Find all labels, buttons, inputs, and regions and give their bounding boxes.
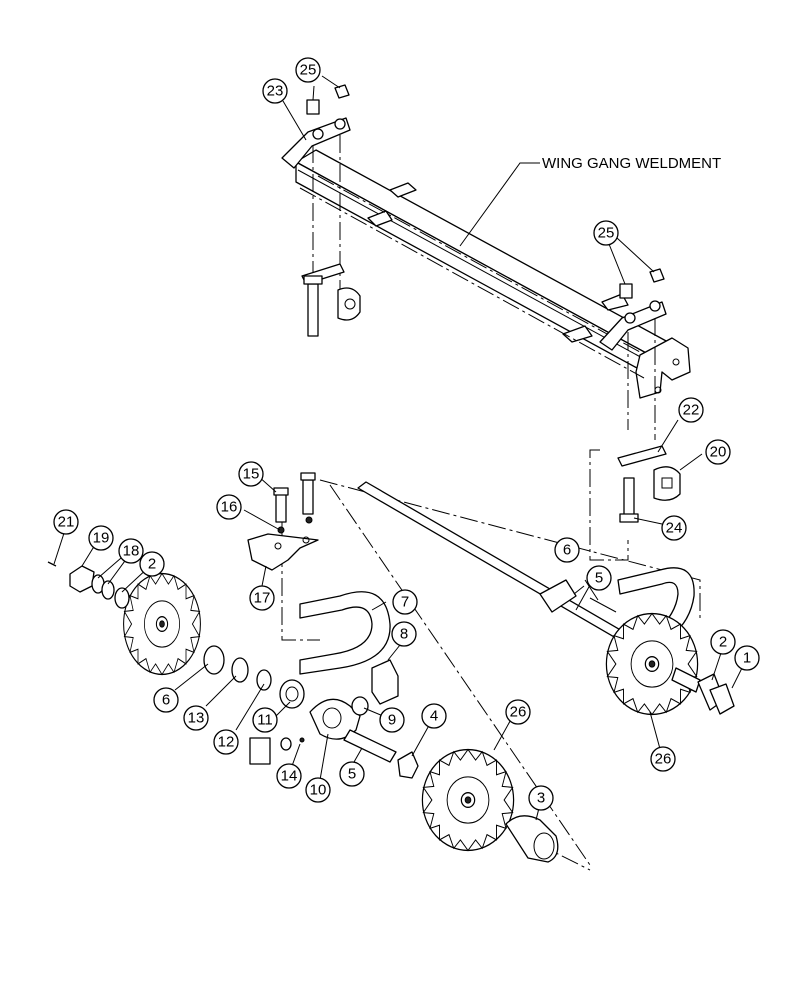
callout-2-left: 2 bbox=[139, 551, 165, 577]
svg-text:22: 22 bbox=[683, 402, 700, 419]
callout-8: 8 bbox=[391, 621, 417, 647]
callout-2-right: 2 bbox=[710, 629, 736, 655]
shank-7 bbox=[299, 591, 391, 675]
callout-12: 12 bbox=[213, 729, 239, 755]
callout-26-front: 26 bbox=[505, 699, 531, 725]
blade-right bbox=[605, 612, 735, 716]
callout-25-right: 25 bbox=[593, 220, 619, 246]
svg-text:21: 21 bbox=[58, 514, 75, 531]
callout-19: 19 bbox=[88, 525, 114, 551]
callout-24: 24 bbox=[661, 515, 687, 541]
svg-text:6: 6 bbox=[563, 542, 571, 559]
callout-15: 15 bbox=[238, 461, 264, 487]
callout-17: 17 bbox=[249, 585, 275, 611]
callout-26-right: 26 bbox=[650, 746, 676, 772]
svg-text:26: 26 bbox=[510, 704, 527, 721]
callout-25-top: 25 bbox=[295, 57, 321, 83]
blade-front bbox=[421, 748, 559, 863]
svg-text:17: 17 bbox=[254, 590, 271, 607]
bolts-15 bbox=[273, 472, 316, 534]
weldment-label-text: WING GANG WELDMENT bbox=[542, 155, 721, 172]
svg-text:26: 26 bbox=[655, 751, 672, 768]
svg-text:18: 18 bbox=[123, 543, 140, 560]
bearing-housing bbox=[249, 659, 399, 765]
svg-text:19: 19 bbox=[93, 530, 110, 547]
svg-text:5: 5 bbox=[348, 766, 356, 783]
svg-text:6: 6 bbox=[162, 692, 170, 709]
callout-7: 7 bbox=[392, 589, 418, 615]
callout-13: 13 bbox=[183, 705, 209, 731]
svg-text:10: 10 bbox=[310, 782, 327, 799]
bracket-17 bbox=[247, 533, 319, 571]
callout-22: 22 bbox=[678, 397, 704, 423]
svg-text:15: 15 bbox=[243, 466, 260, 483]
callout-11: 11 bbox=[252, 707, 278, 733]
callout-5-right: 5 bbox=[586, 565, 612, 591]
callouts: 23 25 25 22 20 24 15 16 17 6 5 7 8 21 19… bbox=[53, 57, 760, 811]
svg-text:8: 8 bbox=[400, 626, 408, 643]
callout-6-left: 6 bbox=[153, 687, 179, 713]
svg-text:20: 20 bbox=[710, 444, 727, 461]
svg-text:5: 5 bbox=[595, 570, 603, 587]
svg-text:12: 12 bbox=[218, 734, 235, 751]
svg-text:9: 9 bbox=[388, 712, 396, 729]
svg-text:2: 2 bbox=[148, 556, 156, 573]
svg-text:7: 7 bbox=[401, 594, 409, 611]
hanger-left bbox=[301, 263, 361, 337]
svg-text:11: 11 bbox=[257, 712, 273, 729]
callout-10: 10 bbox=[305, 777, 331, 803]
callout-18: 18 bbox=[118, 538, 144, 564]
callout-21: 21 bbox=[53, 509, 79, 535]
weldment-label: WING GANG WELDMENT bbox=[459, 155, 721, 247]
callout-4: 4 bbox=[421, 703, 447, 729]
callout-9: 9 bbox=[379, 707, 405, 733]
callout-16: 16 bbox=[216, 494, 242, 520]
svg-text:16: 16 bbox=[221, 499, 238, 516]
blade-left bbox=[122, 572, 305, 709]
strap-left bbox=[281, 84, 351, 169]
hardware-stack bbox=[47, 561, 130, 609]
spacer-spool bbox=[343, 729, 419, 779]
svg-text:4: 4 bbox=[430, 708, 438, 725]
svg-text:25: 25 bbox=[598, 225, 615, 242]
callout-14: 14 bbox=[276, 763, 302, 789]
svg-text:3: 3 bbox=[537, 790, 545, 807]
callout-20: 20 bbox=[705, 439, 731, 465]
wing-gang-weldment bbox=[295, 149, 691, 399]
callout-3: 3 bbox=[528, 785, 554, 811]
svg-text:24: 24 bbox=[666, 520, 683, 537]
strap-right bbox=[599, 268, 667, 351]
callout-6-right: 6 bbox=[554, 537, 580, 563]
hanger-right bbox=[617, 445, 681, 523]
svg-text:13: 13 bbox=[188, 710, 205, 727]
svg-text:25: 25 bbox=[300, 62, 317, 79]
callout-23: 23 bbox=[262, 78, 288, 104]
svg-text:1: 1 bbox=[743, 650, 751, 667]
svg-text:14: 14 bbox=[281, 768, 298, 785]
svg-text:23: 23 bbox=[267, 83, 284, 100]
callout-1: 1 bbox=[734, 645, 760, 671]
svg-text:2: 2 bbox=[719, 634, 727, 651]
callout-5-bottom: 5 bbox=[339, 761, 365, 787]
